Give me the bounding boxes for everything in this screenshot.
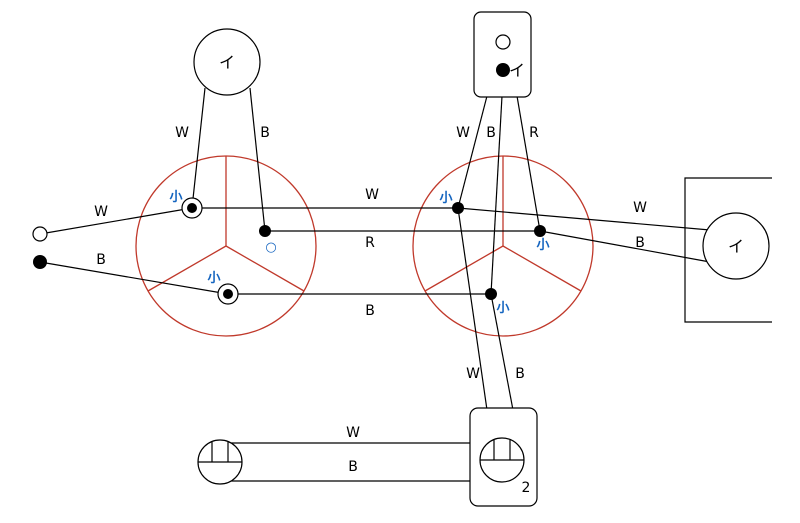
wire-label: W bbox=[94, 204, 108, 220]
source-live-terminal bbox=[33, 255, 47, 269]
sleeve-mark-small: 小 bbox=[169, 190, 182, 205]
wire-label: W bbox=[175, 125, 189, 141]
wires bbox=[39, 87, 711, 482]
wire-label: B bbox=[365, 303, 375, 319]
wire-label: W bbox=[633, 200, 647, 216]
right-lamp-fixture: イ bbox=[684, 177, 772, 323]
double-outlet-box: 2 bbox=[469, 407, 538, 507]
wire-label: B bbox=[486, 125, 496, 141]
wire-label: R bbox=[529, 125, 539, 141]
wire-label: B bbox=[260, 125, 270, 141]
wire-label: W bbox=[346, 425, 360, 441]
power-source bbox=[32, 226, 48, 269]
sleeve-mark-small: 小 bbox=[207, 271, 220, 286]
single-outlet bbox=[197, 439, 243, 485]
wire-label: W bbox=[365, 187, 379, 203]
sleeve-mark-circle: ○ bbox=[265, 240, 276, 255]
switch-box: イ bbox=[473, 11, 532, 98]
wire-label: B bbox=[635, 235, 645, 251]
left-junction-box bbox=[135, 155, 317, 337]
sleeve-mark-small: 小 bbox=[439, 191, 452, 206]
wire-label: B bbox=[96, 252, 106, 268]
top-lamp: イ bbox=[193, 28, 261, 96]
source-neutral-terminal bbox=[32, 226, 48, 242]
wire-label: R bbox=[365, 235, 375, 251]
sleeve-marks: 小 ○ 小 小 小 小 bbox=[169, 190, 549, 316]
wire-label: B bbox=[515, 366, 525, 382]
top-lamp-symbol: イ bbox=[219, 53, 235, 72]
right-lamp-symbol: イ bbox=[728, 237, 744, 256]
connection-points bbox=[181, 197, 546, 305]
wire-label: W bbox=[466, 366, 480, 382]
wire-label: B bbox=[348, 459, 358, 475]
outlet-count: 2 bbox=[522, 480, 531, 496]
sleeve-mark-small: 小 bbox=[496, 301, 509, 316]
wire-label: W bbox=[456, 125, 470, 141]
sleeve-mark-small: 小 bbox=[536, 238, 549, 253]
switch-box-symbol: イ bbox=[509, 61, 525, 80]
wire-labels: W B W B W R B W B R W B W B W B bbox=[94, 125, 647, 475]
